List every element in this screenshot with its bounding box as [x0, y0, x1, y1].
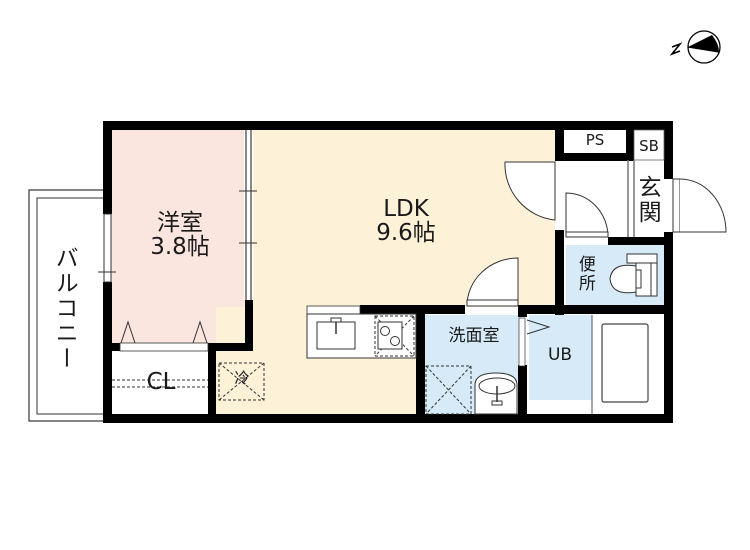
doors	[466, 161, 727, 307]
balcony-label: バルコニー	[51, 246, 78, 371]
unit-bath-floor	[529, 315, 592, 400]
fridge-label: 冷	[234, 369, 250, 387]
toilet-fixture	[609, 253, 658, 297]
windows	[98, 130, 257, 300]
bathtub	[527, 315, 649, 414]
pipe-space-box	[564, 130, 626, 153]
shoe-box-label: SB	[639, 137, 659, 155]
entrance-label: 玄関	[634, 175, 661, 225]
kitchen-counter	[306, 305, 417, 359]
shoe-box	[633, 129, 665, 161]
walls	[103, 121, 673, 423]
toilet-label: 便所	[574, 255, 595, 293]
washroom-label: 洗面室	[448, 326, 500, 346]
ldk-name: LDK	[383, 196, 429, 222]
closet-label: CL	[146, 369, 176, 395]
fridge-space	[218, 362, 265, 401]
washroom-fixtures	[425, 317, 551, 415]
ldk-size: 9.6帖	[376, 220, 436, 247]
closet-fixtures	[112, 320, 209, 388]
western-room-label: 洋室 3.8帖	[128, 211, 232, 259]
western-room-size: 3.8帖	[150, 234, 210, 261]
ldk-label: LDK 9.6帖	[354, 197, 458, 245]
closet-floor	[111, 351, 208, 415]
balcony	[28, 189, 105, 422]
north-arrow-icon	[669, 30, 721, 64]
pipe-space-label: PS	[585, 131, 605, 149]
unit-bath-label: UB	[547, 345, 573, 365]
western-room-name: 洋室	[157, 210, 203, 236]
